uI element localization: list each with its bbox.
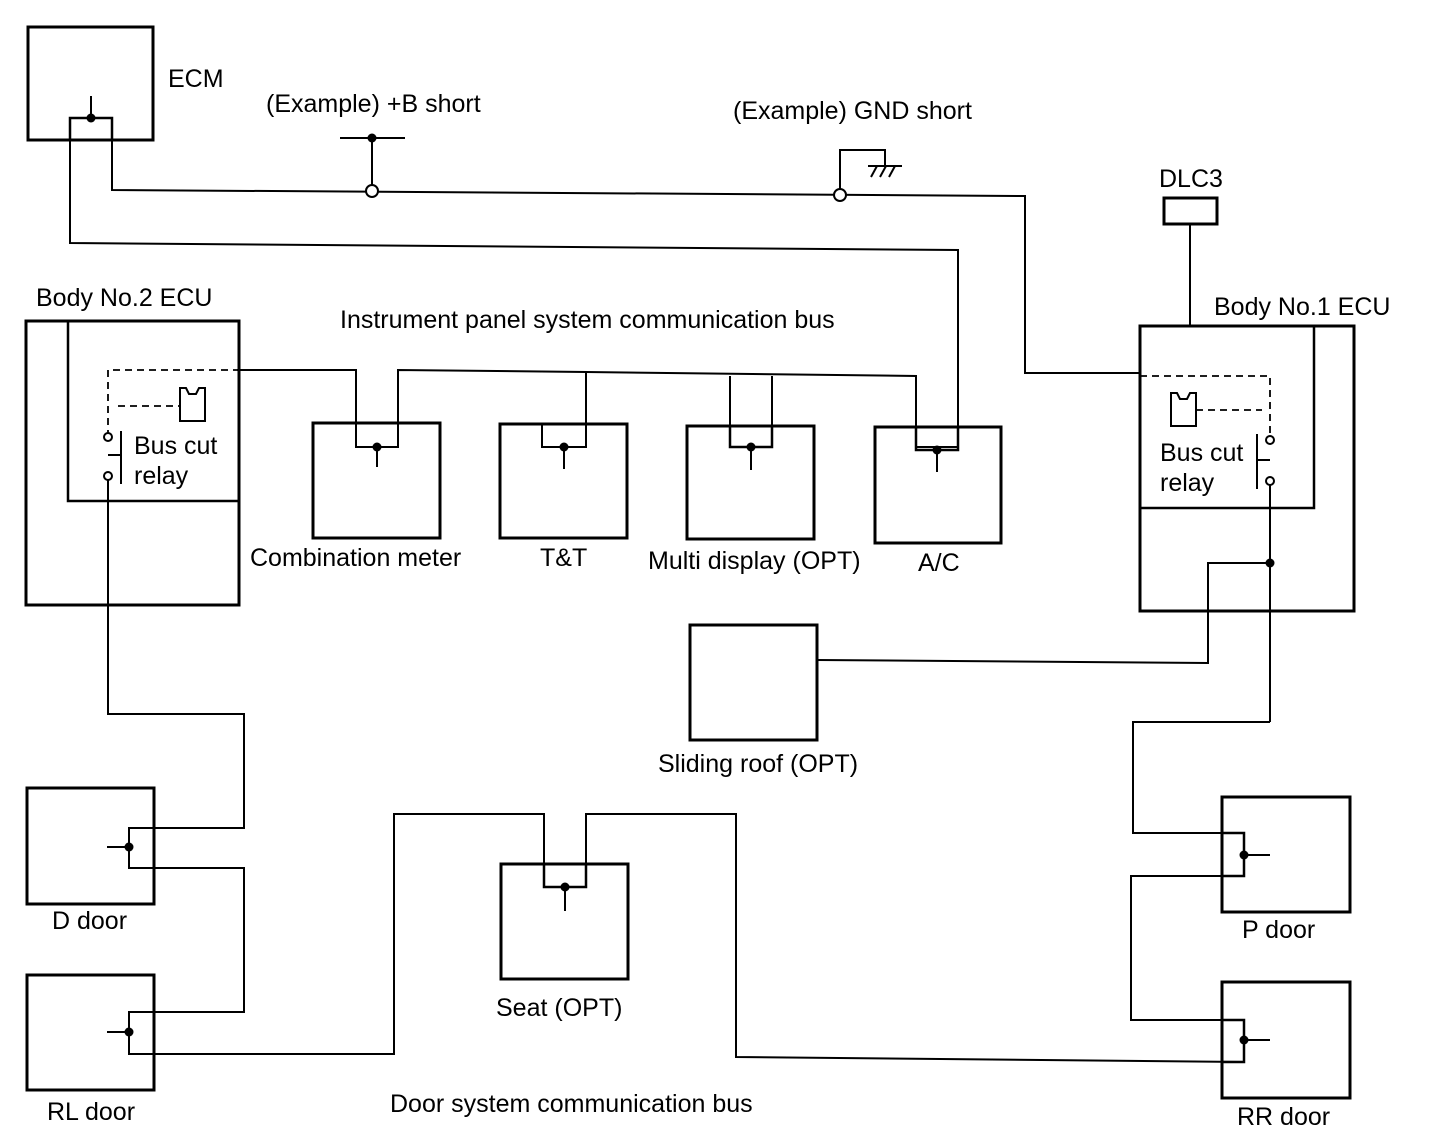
d-to-rl-wire	[128, 847, 245, 1032]
multi-display-box	[685, 424, 816, 541]
b-short-example: (Example) +B short	[266, 90, 481, 198]
ecm-to-body1-wire	[111, 140, 1140, 374]
ground-icon-hatch-3	[888, 165, 896, 178]
dlc3-box	[1162, 196, 1219, 226]
body2-relay-label-2: relay	[134, 462, 189, 490]
gnd-short-contact	[833, 188, 847, 202]
body2-relay-dash-top	[107, 369, 237, 437]
relay-contact-bottom	[103, 471, 113, 481]
p-door-wire-in	[1132, 721, 1270, 834]
sliding-roof-unit: Sliding roof (OPT)	[658, 623, 858, 778]
b-short-contact	[365, 184, 379, 198]
rl-door-box	[25, 973, 156, 1092]
body2-ecu: Bus cut relay Body No.2 ECU	[24, 284, 241, 607]
tt-label: T&T	[540, 544, 587, 572]
d-door-label: D door	[52, 907, 127, 935]
door-bus-wire	[128, 813, 1245, 1064]
dlc3-connector: DLC3	[1159, 165, 1223, 326]
body1-ecu: Bus cut relay Body No.1 ECU	[1138, 293, 1390, 613]
p-to-rr-wire	[1130, 855, 1245, 1021]
rr-door-box	[1220, 980, 1352, 1100]
instrument-bus-wire-a	[237, 368, 587, 448]
ecm-label: ECM	[168, 65, 224, 93]
instrument-bus-label: Instrument panel system communication bu…	[340, 306, 835, 334]
ecm-junction	[86, 113, 96, 123]
gnd-short-example: (Example) GND short	[733, 97, 972, 202]
ac-unit: A/C	[873, 425, 1003, 577]
ac-box	[873, 425, 1003, 545]
combination-meter-unit: Combination meter	[250, 421, 461, 572]
door-bus-label: Door system communication bus	[390, 1090, 753, 1118]
gnd-short-label: (Example) GND short	[733, 97, 972, 125]
rl-door-junction	[124, 1027, 134, 1037]
d-door-unit: D door	[25, 786, 156, 935]
body1-label: Body No.1 ECU	[1214, 293, 1390, 321]
ac-label: A/C	[918, 549, 960, 577]
p-door-unit: P door	[1220, 795, 1352, 944]
gnd-short-lead	[839, 149, 886, 193]
body1-relay-dash-top	[1140, 375, 1271, 436]
sliding-roof-box	[688, 623, 819, 742]
d-door-junction	[124, 842, 134, 852]
d-door-box	[25, 786, 156, 906]
ecm-unit: ECM	[26, 25, 224, 142]
ground-icon-hatch-1	[870, 165, 878, 178]
combination-meter-label: Combination meter	[250, 544, 461, 572]
rl-door-label: RL door	[47, 1098, 135, 1126]
instrument-bus-wire-c	[729, 376, 773, 448]
relay-coil-icon	[1170, 392, 1197, 427]
rl-door-unit: RL door	[25, 973, 156, 1126]
p-door-label: P door	[1242, 916, 1315, 944]
seat-label: Seat (OPT)	[496, 994, 622, 1022]
ecm-box	[26, 25, 155, 142]
multi-display-unit: Multi display (OPT)	[648, 424, 861, 575]
body2-relay-label-1: Bus cut	[134, 432, 217, 460]
tt-unit: T&T	[498, 422, 629, 572]
dlc3-label: DLC3	[1159, 165, 1223, 193]
ground-icon-hatch-2	[879, 165, 887, 178]
relay-contact-top	[103, 432, 113, 442]
rr-door-label: RR door	[1237, 1103, 1330, 1131]
seat-unit: Seat (OPT)	[496, 862, 630, 1022]
body1-relay-label-1: Bus cut	[1160, 439, 1243, 467]
relay-contact-top	[1265, 435, 1275, 445]
seat-box	[499, 862, 630, 981]
relay-contact-bottom	[1265, 476, 1275, 486]
body2-relay-out-wire	[107, 480, 245, 847]
sliding-roof-wire	[816, 562, 1270, 665]
sliding-roof-label: Sliding roof (OPT)	[658, 750, 858, 778]
ecm-to-ac-wire	[69, 140, 959, 426]
body1-relay-label-2: relay	[1160, 469, 1215, 497]
p-door-box	[1220, 795, 1352, 914]
multi-display-label: Multi display (OPT)	[648, 547, 861, 575]
combination-meter-box	[311, 421, 442, 540]
body1-inner-box	[1138, 324, 1316, 510]
b-short-label: (Example) +B short	[266, 90, 481, 118]
body2-outer-box	[24, 319, 241, 607]
body2-label: Body No.2 ECU	[36, 284, 212, 312]
body2-inner-box	[66, 319, 241, 503]
rr-door-unit: RR door	[1220, 980, 1352, 1131]
tt-box	[498, 422, 629, 540]
relay-coil-icon	[179, 387, 206, 422]
